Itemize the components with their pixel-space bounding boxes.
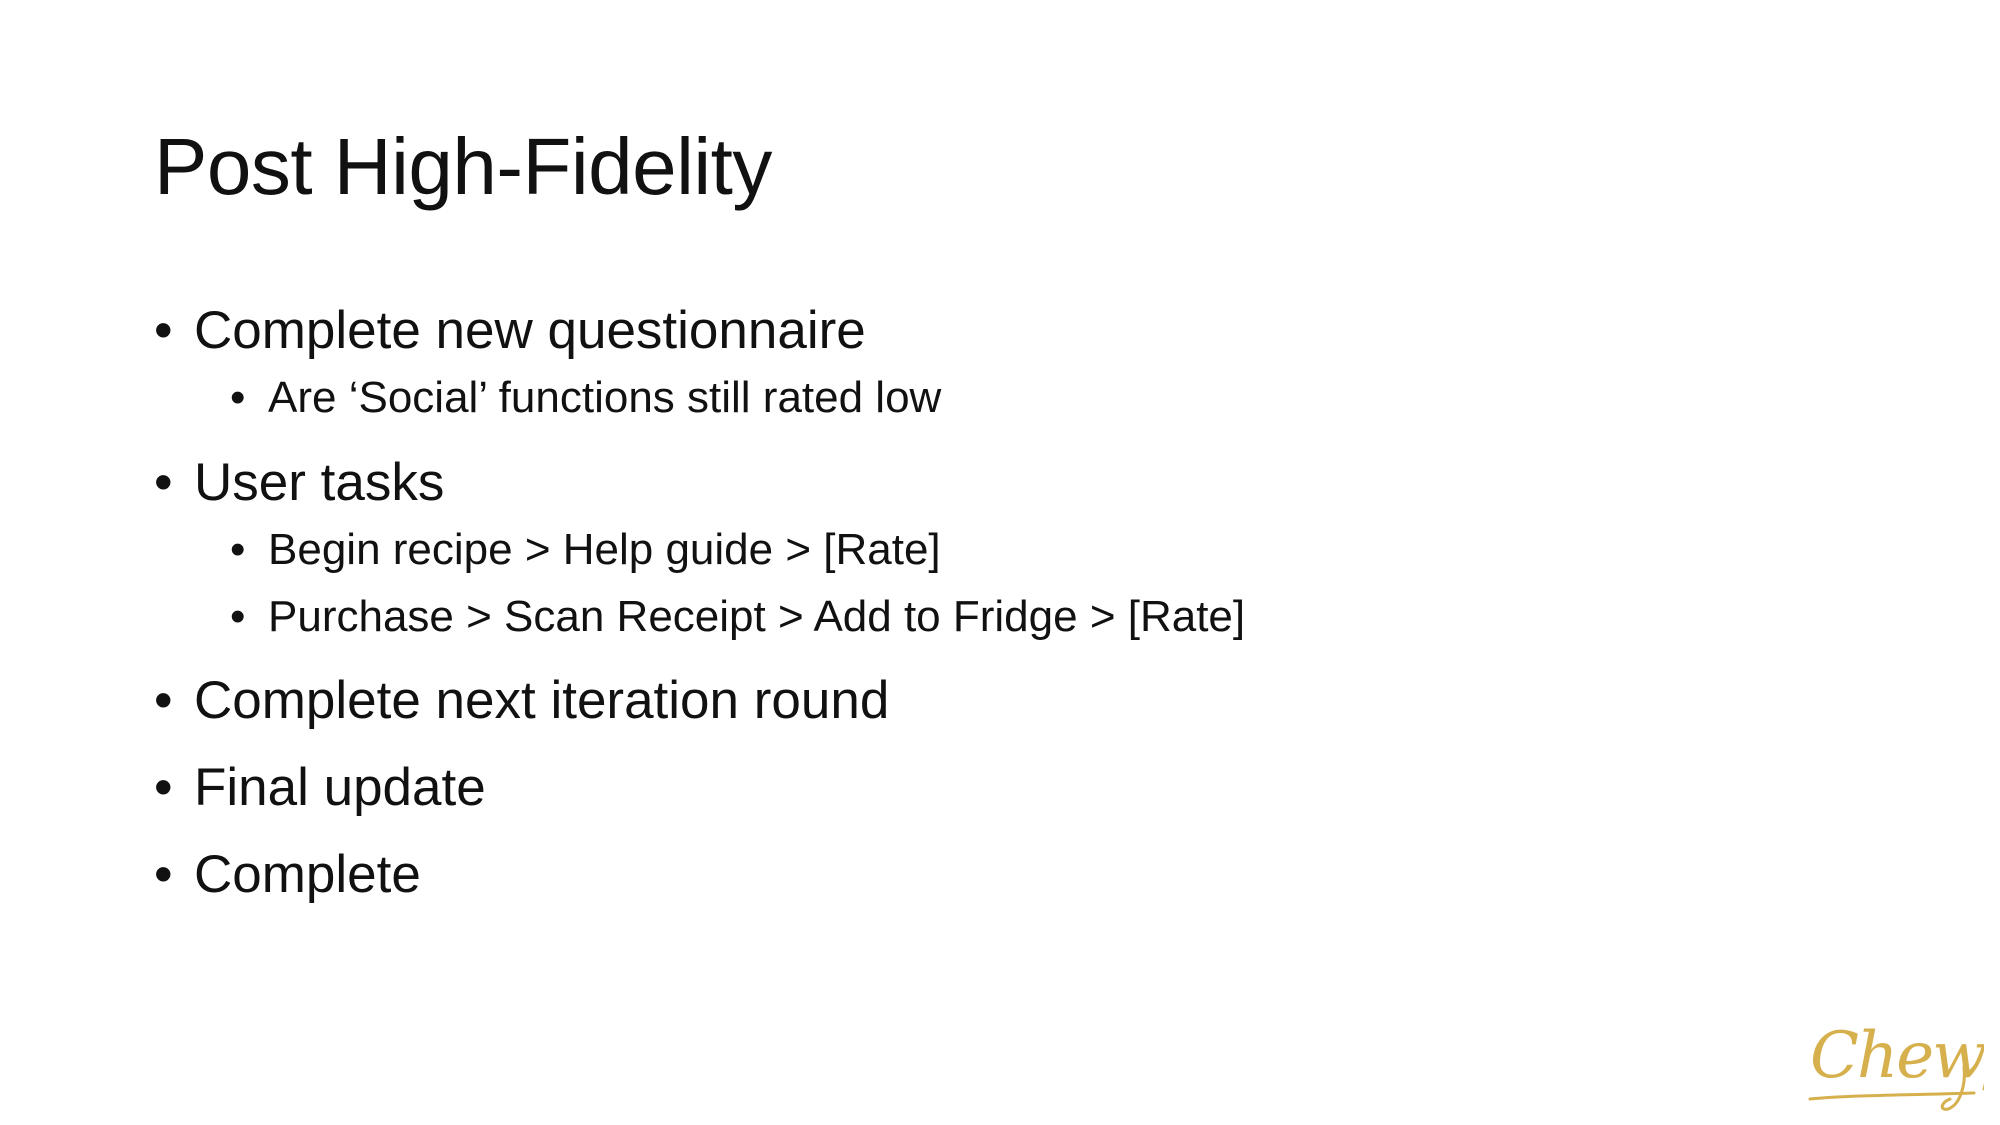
sub-bullet-item: • Are ‘Social’ functions still rated low (230, 369, 941, 427)
bullet-icon: • (230, 373, 246, 422)
bullet-text: Purchase > Scan Receipt > Add to Fridge … (268, 592, 1246, 641)
bullet-icon: • (230, 525, 246, 574)
bullet-icon: • (154, 758, 173, 817)
bullet-item: • Final update (154, 753, 486, 823)
bullet-item: • Complete next iteration round (154, 666, 889, 736)
bullet-item: • Complete new questionnaire (154, 296, 866, 366)
bullet-text: Begin recipe > Help guide > [Rate] (268, 525, 941, 574)
bullet-icon: • (154, 845, 173, 904)
slide-title: Post High-Fidelity (154, 122, 772, 211)
bullet-text: Final update (194, 758, 486, 817)
bullet-text: Complete (194, 845, 421, 904)
chewy-logo: Chewy (1808, 1019, 1984, 1111)
bullet-icon: • (154, 671, 173, 730)
sub-bullet-item: • Purchase > Scan Receipt > Add to Fridge… (230, 588, 1245, 646)
bullet-text: Are ‘Social’ functions still rated low (268, 373, 942, 422)
logo-y-tail (1940, 1065, 1966, 1111)
logo-wordmark: Chewy (1810, 1019, 1984, 1093)
bullet-item: • User tasks (154, 448, 444, 518)
sub-bullet-item: • Begin recipe > Help guide > [Rate] (230, 521, 941, 579)
bullet-text: User tasks (194, 453, 445, 512)
bullet-item: • Complete (154, 840, 421, 910)
bullet-icon: • (230, 592, 246, 641)
bullet-text: Complete new questionnaire (194, 301, 866, 360)
logo-underline (1808, 1091, 1976, 1101)
bullet-icon: • (154, 453, 173, 512)
bullet-text: Complete next iteration round (194, 671, 890, 730)
bullet-icon: • (154, 301, 173, 360)
